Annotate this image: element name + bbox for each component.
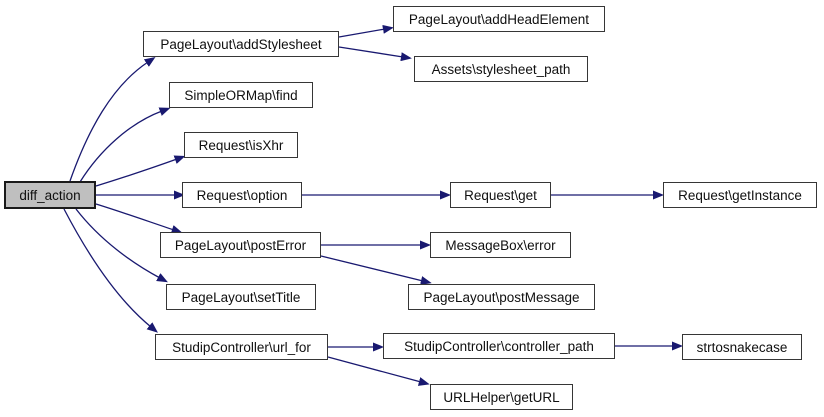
node-find[interactable]: SimpleORMap\find [169,82,313,108]
edge-diff-action-to-set-title [75,208,168,283]
node-strtosnakecase[interactable]: strtosnakecase [682,334,802,360]
node-get-instance[interactable]: Request\getInstance [663,182,817,208]
node-url-for[interactable]: StudipController\url_for [155,334,328,360]
node-diff-action[interactable]: diff_action [4,181,96,209]
node-option[interactable]: Request\option [182,182,302,208]
node-message-box-error[interactable]: MessageBox\error [430,232,571,258]
edge-diff-action-to-find [79,107,171,183]
node-get[interactable]: Request\get [450,182,551,208]
node-add-stylesheet[interactable]: PageLayout\addStylesheet [143,31,339,57]
node-stylesheet-path[interactable]: Assets\stylesheet_path [414,56,588,82]
edge-diff-action-to-url-for [63,208,158,333]
edge-diff-action-to-post-error [95,203,183,234]
edge-add-stylesheet-to-stylesheet-path [338,46,412,62]
node-set-title[interactable]: PageLayout\setTitle [166,284,316,310]
edge-diff-action-to-add-stylesheet [69,57,156,182]
node-post-error[interactable]: PageLayout\postError [160,232,321,258]
node-controller-path[interactable]: StudipController\controller_path [383,333,615,359]
node-get-url[interactable]: URLHelper\getURL [430,384,573,410]
node-is-xhr[interactable]: Request\isXhr [184,132,298,158]
edge-add-stylesheet-to-add-head-element [338,24,394,38]
node-add-head-element[interactable]: PageLayout\addHeadElement [393,6,605,32]
edge-post-error-to-post-message [320,255,432,285]
node-post-message[interactable]: PageLayout\postMessage [408,284,595,310]
edge-url-for-to-get-url [327,356,430,386]
edge-diff-action-to-is-xhr [95,155,186,187]
